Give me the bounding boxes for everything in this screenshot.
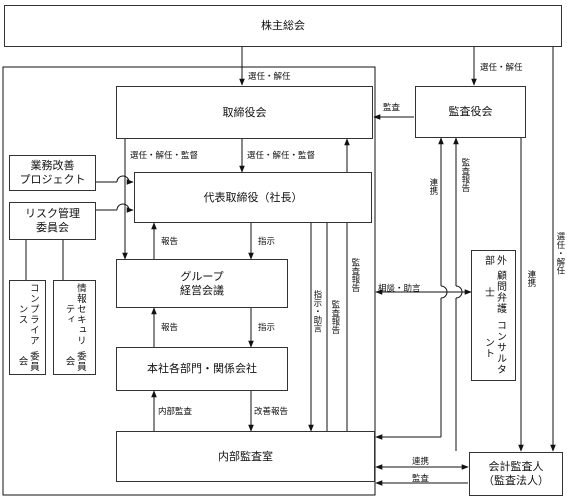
business-improvement-line1: 業務改善	[30, 159, 75, 173]
label-report-group-president: 報告	[161, 237, 179, 247]
internal-audit-box: 内部監査室	[116, 431, 375, 482]
risk-committee-line2: 委員会	[36, 221, 69, 234]
risk-committee-box: リスク管理 委員会	[9, 202, 96, 240]
legal-advisor-box: 外部 顧問弁護士 コンサルタント	[471, 250, 516, 381]
business-improvement-box: 業務改善 プロジェクト	[9, 155, 96, 191]
label-audit-accounting: 監査	[412, 474, 430, 484]
legal-advisor-line1: 外部	[482, 254, 506, 266]
accounting-auditor-box: 会計監査人 （監査法人）	[469, 452, 563, 496]
hop-risk	[116, 203, 130, 211]
label-audit-board: 監査	[383, 103, 401, 113]
label-elect-board: 選任・解任	[248, 72, 291, 82]
company-frame	[2, 66, 376, 496]
legal-advisor-line2: 顧問弁護士	[482, 270, 506, 315]
board-of-directors-label: 取締役会	[222, 105, 267, 119]
board-of-directors-box: 取締役会	[116, 86, 373, 139]
label-instruct-group-div: 指示	[258, 323, 276, 333]
divisions-affiliates-label: 本社各部門・関係会社	[147, 362, 257, 376]
internal-audit-label: 内部監査室	[218, 449, 273, 463]
label-elect-supervise-left: 選任・解任・監督	[130, 151, 199, 161]
label-instruct-advise: 指示・助言	[311, 290, 322, 333]
info-security-committee-line2: 委員会	[63, 350, 86, 372]
label-cooperation-internal: 連携	[427, 178, 438, 195]
group-management-line2: 経営会議	[180, 283, 224, 297]
label-cooperation-accounting-v: 連携	[525, 270, 536, 287]
accounting-auditor-line1: 会計監査人	[488, 460, 544, 474]
shareholders-meeting-box: 株主総会	[4, 5, 562, 47]
label-internal-audit: 内部監査	[158, 407, 193, 417]
divisions-affiliates-box: 本社各部門・関係会社	[116, 347, 288, 391]
label-elect-accounting: 選任・解任	[554, 232, 565, 275]
compliance-committee-line1: コンプライアンス	[16, 283, 39, 347]
legal-advisor-line3: コンサルタント	[482, 320, 506, 376]
president-label: 代表取締役（社長）	[203, 190, 303, 204]
shareholders-meeting-label: 株主総会	[261, 19, 305, 33]
info-security-committee-box: 情報セキュリティ 委員会	[53, 280, 96, 375]
label-audit-report-president: 監査報告	[329, 300, 340, 334]
label-audit-report-auditors: 監査報告	[459, 158, 470, 192]
label-instruct-president-group: 指示	[258, 237, 276, 247]
label-consult-advise: 相談・助言	[378, 284, 421, 294]
label-elect-auditors: 選任・解任	[480, 63, 523, 73]
president-box: 代表取締役（社長）	[134, 172, 372, 223]
business-improvement-line2: プロジェクト	[19, 173, 86, 186]
compliance-committee-line2: 委員会	[16, 350, 39, 372]
info-security-committee-line1: 情報セキュリティ	[63, 283, 86, 347]
label-audit-report-board: 監査報告	[349, 258, 360, 292]
risk-committee-line1: リスク管理	[25, 207, 80, 221]
hop-biz	[116, 175, 130, 183]
group-management-line1: グループ	[180, 269, 224, 283]
audit-board-label: 監査役会	[448, 105, 493, 119]
label-improvement-report: 改善報告	[254, 407, 289, 417]
label-cooperation-accounting: 連携	[412, 457, 430, 467]
label-elect-supervise-center: 選任・解任・監督	[247, 151, 316, 161]
audit-board-box: 監査役会	[415, 86, 526, 138]
accounting-auditor-line2: （監査法人）	[483, 474, 549, 487]
compliance-committee-box: コンプライアンス 委員会	[9, 280, 46, 375]
group-management-box: グループ 経営会議	[116, 259, 288, 308]
label-report-div-group: 報告	[161, 323, 179, 333]
